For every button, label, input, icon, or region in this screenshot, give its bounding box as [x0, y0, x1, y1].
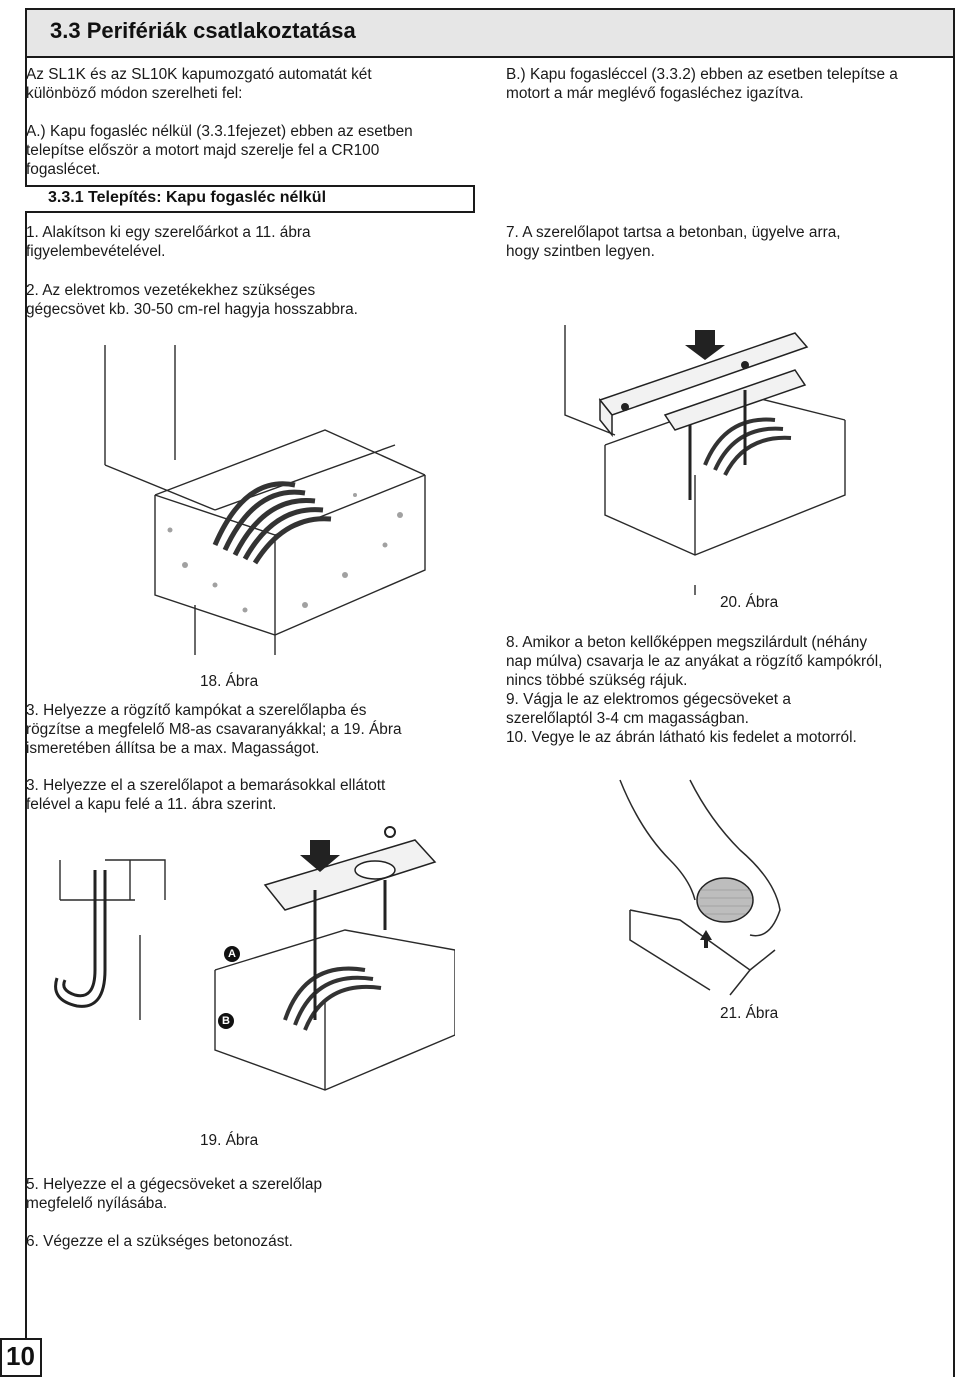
page-title: 3.3 Perifériák csatlakoztatása — [50, 18, 356, 43]
label-b-marker: B — [218, 1013, 234, 1029]
figure-18-caption: 18. Ábra — [200, 673, 259, 690]
step-2-line-1: 2. Az elektromos vezetékekhez szükséges — [26, 282, 316, 299]
step-3a-line-2: rögzítse a megfelelő M8-as csavaranyákka… — [26, 721, 402, 738]
step-5-line-2: megfelelő nyílásába. — [26, 1195, 168, 1212]
step-6: 6. Végezze el a szükséges betonozást. — [26, 1233, 293, 1250]
step-3b-line-1: 3. Helyezze el a szerelőlapot a bemaráso… — [26, 777, 386, 794]
step-5-line-1: 5. Helyezze el a gégecsöveket a szerelől… — [26, 1176, 323, 1193]
step-7-line-2: hogy szintben legyen. — [506, 243, 655, 260]
step-8-line-3: nincs többé szükség rájuk. — [506, 672, 688, 689]
figure-21-caption: 21. Ábra — [720, 1005, 779, 1022]
intro-line-2: különböző módon szerelheti fel: — [26, 85, 243, 102]
option-a-line-1: A.) Kapu fogasléc nélkül (3.3.1fejezet) … — [26, 123, 413, 140]
header-bar — [25, 8, 955, 58]
subheading: 3.3.1 Telepítés: Kapu fogasléc nélkül — [48, 189, 327, 206]
page-number: 10 — [6, 1341, 35, 1371]
step-8-line-1: 8. Amikor a beton kellőképpen megszilárd… — [506, 634, 868, 651]
figure-20-illustration — [564, 325, 846, 595]
step-3a-line-3: ismeretében állítsa be a max. Magasságot… — [26, 740, 320, 757]
intro-line-1: Az SL1K és az SL10K kapumozgató automatá… — [26, 66, 372, 83]
step-9-line-1: 9. Vágja le az elektromos gégecsöveket a — [506, 691, 791, 708]
label-a-marker: A — [224, 946, 240, 962]
step-3b-line-2: felével a kapu felé a 11. ábra szerint. — [26, 796, 277, 813]
figure-20-caption: 20. Ábra — [720, 594, 779, 611]
step-1-line-2: figyelembevételével. — [26, 243, 166, 260]
option-a-line-3: fogaslécet. — [26, 161, 101, 178]
figure-19-caption: 19. Ábra — [200, 1132, 259, 1149]
subheading-bar — [25, 185, 475, 213]
figure-19-illustration — [54, 826, 455, 1091]
page-number-box — [0, 1338, 42, 1377]
step-10: 10. Vegye le az ábrán látható kis fedele… — [506, 729, 857, 746]
figure-18-illustration — [104, 345, 426, 655]
step-8-line-2: nap múlva) csavarja le az anyákat a rögz… — [506, 653, 883, 670]
step-9-line-2: szerelőlaptól 3-4 cm magasságban. — [506, 710, 749, 727]
page-frame — [25, 8, 955, 1377]
step-7-line-1: 7. A szerelőlapot tartsa a betonban, ügy… — [506, 224, 841, 241]
option-a-line-2: telepítse először a motort majd szerelje… — [26, 142, 380, 159]
step-1-line-1: 1. Alakítson ki egy szerelőárkot a 11. á… — [26, 224, 311, 241]
option-b-line-1: B.) Kapu fogasléccel (3.3.2) ebben az es… — [506, 66, 898, 83]
option-b-line-2: motort a már meglévő fogasléchez igazítv… — [506, 85, 804, 102]
figure-21-illustration — [619, 779, 781, 996]
step-3a-line-1: 3. Helyezze a rögzítő kampókat a szerelő… — [26, 702, 367, 719]
step-2-line-2: gégecsövet kb. 30-50 cm-rel hagyja hossz… — [26, 301, 358, 318]
